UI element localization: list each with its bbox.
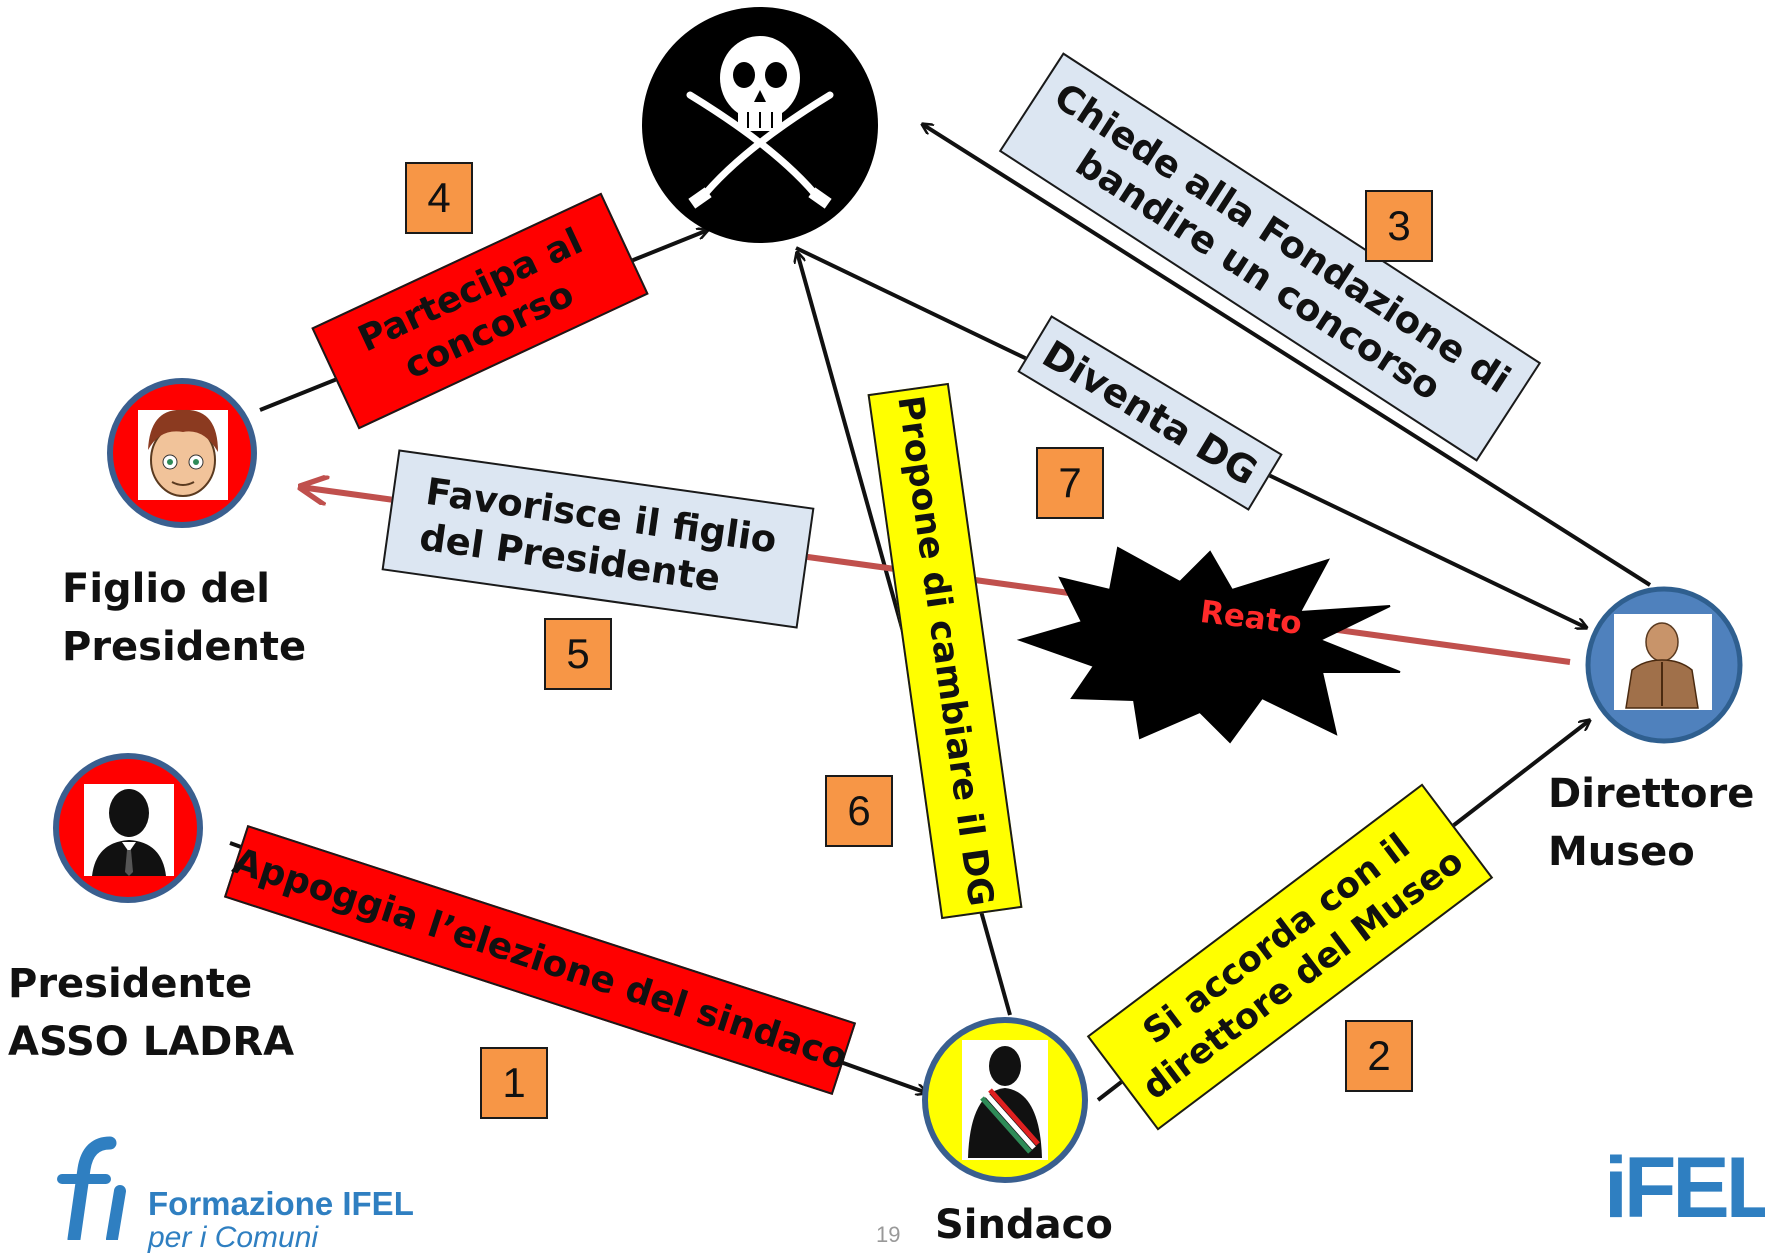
ifel-logo: iFEL bbox=[1598, 1140, 1765, 1240]
step-7: 7 bbox=[1036, 447, 1104, 519]
formazione-ifel-logo: Formazione IFEL per i Comuni bbox=[48, 1135, 448, 1254]
presidente-label: Presidente ASSO LADRA bbox=[8, 961, 295, 1065]
sindaco-node bbox=[922, 1017, 1088, 1183]
figlio-label: Figlio del Presidente bbox=[62, 566, 307, 670]
step-6: 6 bbox=[825, 775, 893, 847]
fi-monogram-icon bbox=[57, 1136, 126, 1240]
formazione-ifel-brand: Formazione IFEL bbox=[148, 1185, 414, 1222]
director-portrait-icon bbox=[1625, 622, 1699, 709]
step-2: 2 bbox=[1345, 1020, 1413, 1092]
ifel-logo-word: iFEL bbox=[1604, 1140, 1765, 1236]
mayor-sash-icon bbox=[968, 1046, 1042, 1158]
skull-crossed-sabres-icon bbox=[631, 36, 889, 209]
arrow-direttore-to-pirate bbox=[922, 124, 1652, 587]
formazione-ifel-tagline: per i Comuni bbox=[148, 1221, 319, 1254]
direttore-label: Direttore Museo bbox=[1548, 771, 1755, 875]
figlio-node bbox=[107, 378, 257, 528]
reato-burst bbox=[1016, 546, 1401, 744]
pirate-emblem bbox=[631, 7, 889, 243]
step-4: 4 bbox=[405, 162, 473, 234]
boy-face-icon bbox=[148, 409, 218, 497]
businessman-silhouette-icon bbox=[92, 789, 166, 876]
step-3: 3 bbox=[1365, 190, 1433, 262]
page-number: 19 bbox=[876, 1222, 901, 1247]
presidente-node bbox=[53, 753, 203, 903]
step-5: 5 bbox=[544, 618, 612, 690]
direttore-node bbox=[1585, 586, 1743, 744]
sindaco-label: Sindaco bbox=[935, 1202, 1113, 1248]
step-1: 1 bbox=[480, 1047, 548, 1119]
